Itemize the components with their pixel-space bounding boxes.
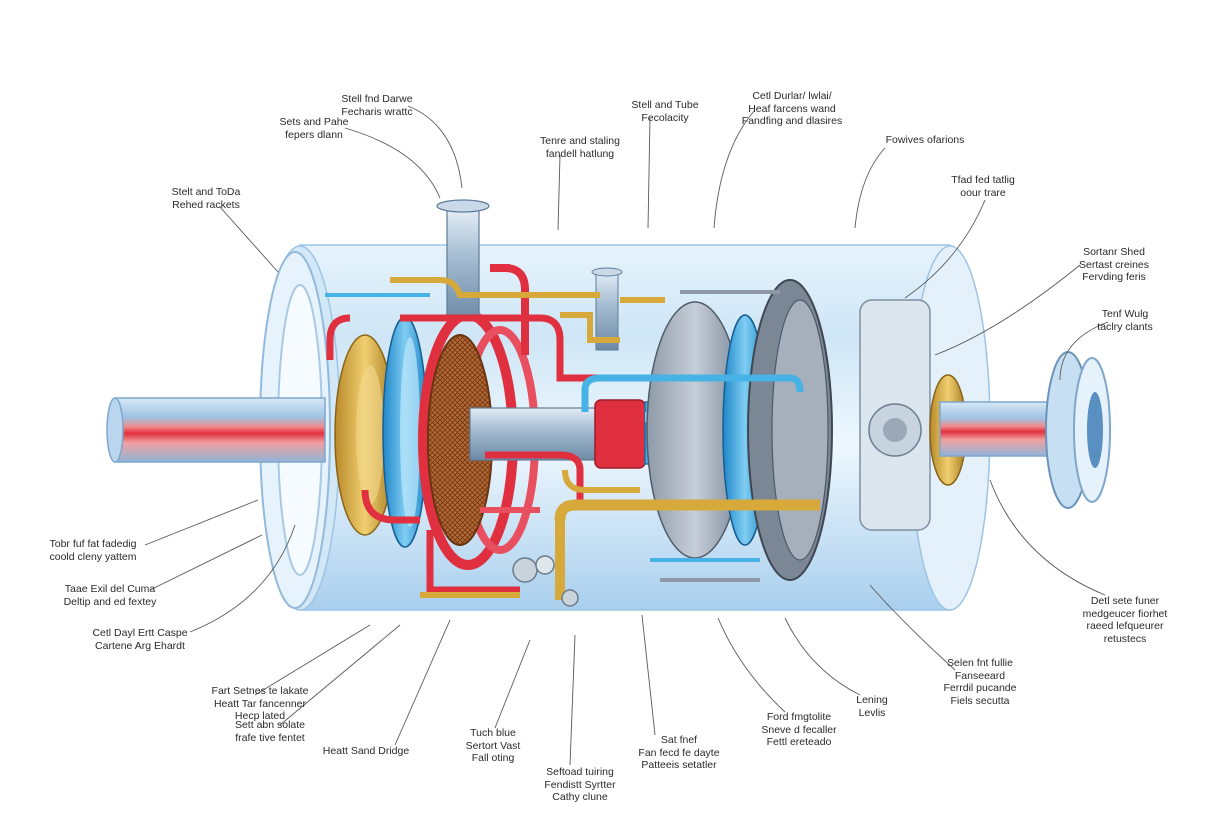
label-line: Tenre and staling — [540, 135, 620, 147]
label-line: raeed lefqueurer — [1086, 620, 1164, 632]
label-line: Tuch blue — [470, 727, 516, 739]
label-top-1: Stell fnd Darwe Fecharis wrattc — [341, 93, 412, 118]
label-top-6: Fowives ofarions — [886, 134, 965, 147]
label-line: Stell and Tube — [631, 99, 699, 111]
label-line: Sets and Pahe — [279, 116, 349, 128]
label-line: Fecharis wrattc — [341, 105, 413, 118]
label-line: Sertort Vast — [465, 739, 521, 752]
label-bot-3: Heatt Sand Dridge — [323, 745, 409, 758]
label-line: Stell fnd Darwe — [341, 93, 413, 105]
label-left-4: Cetl Dayl Ertt Caspe Cartene Arg Ehardt — [92, 627, 187, 652]
label-line: Fowives ofarions — [885, 134, 965, 146]
label-line: Fan fecd fe dayte — [638, 746, 720, 759]
brass-pipe-lower — [554, 499, 820, 521]
label-right-3: Tenf Wulg taclry clants — [1097, 308, 1152, 333]
red-collar — [594, 399, 646, 469]
small-gear — [512, 557, 538, 583]
label-line: coold cleny yattem — [49, 550, 137, 563]
label-line: Cetl Dayl Ertt Caspe — [92, 627, 188, 639]
label-line: Sett abn solate — [234, 719, 306, 731]
label-line: Fall oting — [471, 752, 515, 764]
label-line: Cetl Durlar/ lwlai/ — [752, 90, 832, 102]
label-line: Fendistt Syrtter — [544, 778, 616, 791]
blue-pipe — [581, 374, 804, 412]
label-line: frafe tive fentet — [235, 731, 305, 744]
label-line: Heatt Tar fancenner — [213, 697, 307, 710]
label-line: Seftoad tuiring — [546, 766, 614, 778]
label-bot-2: Sett abn solate frafe tive fentet — [235, 719, 305, 744]
label-top-5: Tenre and staling fandell hatlung — [540, 135, 620, 160]
red-pipe-lower — [426, 530, 520, 594]
label-line: Tobr fuf fat fadedig — [49, 538, 137, 550]
label-line: Heatt Sand Dridge — [322, 745, 410, 757]
label-line: Sneve d fecaller — [761, 723, 837, 736]
label-line: Rehed rackets — [172, 198, 240, 211]
inlet-nozzle — [446, 209, 480, 321]
label-line: Fart Setnes te lakate — [211, 685, 309, 697]
label-line: Lening — [856, 694, 888, 706]
label-line: Tenf Wulg — [1101, 308, 1149, 320]
label-bot-4: Tuch blue Sertort Vast Fall oting — [466, 727, 521, 765]
label-line: Stelt and ToDa — [171, 186, 241, 198]
label-line: Selen fnt fullie — [947, 657, 1013, 669]
label-bot-6: Sat fnef Fan fecd fe dayte Patteeis seta… — [638, 734, 719, 772]
label-top-4: Cetl Durlar/ lwlai/ Heaf farcens wand Fa… — [742, 90, 842, 128]
label-bot-5: Seftoad tuiring Fendistt Syrtter Cathy c… — [544, 766, 615, 804]
label-left-3: Taae Exil del Cuma Deltip and ed fextey — [64, 583, 157, 608]
label-line: Hecp lated — [234, 710, 286, 722]
red-pipe-upper — [400, 314, 600, 382]
outlet-shaft — [939, 401, 1066, 457]
label-line: Sat fnef — [660, 734, 698, 746]
label-line: oour trare — [960, 186, 1006, 199]
label-line: Ford fmgtolite — [766, 711, 832, 723]
label-line: Fervding feris — [1082, 271, 1146, 283]
label-line: Deltip and ed fextey — [63, 595, 157, 608]
label-line: Fettl ereteado — [766, 736, 832, 748]
leader-lines — [144, 105, 1109, 766]
label-line: retustecs — [1103, 632, 1147, 645]
label-bot-1: Fart Setnes te lakate Heatt Tar fancenne… — [212, 685, 309, 723]
label-line: Cathy clune — [552, 791, 608, 803]
label-line: Patteeis setatler — [641, 759, 717, 771]
label-right-4: Detl sete funer medgeucer fiorhet raeed … — [1083, 595, 1168, 645]
label-line: Fecolacity — [641, 111, 689, 124]
brass-pipe-upper — [390, 277, 600, 298]
label-line: Fandfing and dlasires — [741, 115, 843, 127]
label-line: Taae Exil del Cuma — [64, 583, 156, 595]
label-line: Sertast creines — [1078, 258, 1150, 271]
label-left-2: Tobr fuf fat fadedig coold cleny yattem — [50, 538, 137, 563]
label-line: Sortanr Shed — [1083, 246, 1145, 258]
label-line: Fanseeard — [954, 669, 1006, 682]
label-top-3: Stell and Tube Fecolacity — [631, 99, 698, 124]
label-bot-8: Lening Levlis — [856, 694, 888, 719]
label-line: fandell hatlung — [545, 147, 615, 160]
label-line: Cartene Arg Ehardt — [95, 639, 185, 652]
label-right-1: Tfad fed tatlig oour trare — [951, 174, 1015, 199]
label-left-1: Stelt and ToDa Rehed rackets — [172, 186, 241, 211]
label-line: Detl sete funer — [1090, 595, 1160, 607]
label-line: Tfad fed tatlig — [951, 174, 1015, 186]
label-line: medgeucer fiorhet — [1082, 607, 1168, 620]
label-line: taclry clants — [1097, 320, 1153, 333]
label-bot-9: Selen fnt fullie Fanseeard Ferrdil pucan… — [944, 657, 1017, 707]
label-bot-7: Ford fmgtolite Sneve d fecaller Fettl er… — [761, 711, 836, 749]
inlet-shaft — [114, 397, 326, 463]
label-line: Heaf farcens wand — [748, 102, 836, 115]
label-line: Levlis — [858, 706, 886, 719]
label-right-2: Sortanr Shed Sertast creines Fervding fe… — [1079, 246, 1149, 284]
label-top-2: Sets and Pahe fepers dlann — [280, 116, 349, 141]
label-line: fepers dlann — [285, 128, 343, 141]
label-line: Fiels secutta — [950, 694, 1010, 707]
label-line: Ferrdil pucande — [943, 682, 1017, 694]
